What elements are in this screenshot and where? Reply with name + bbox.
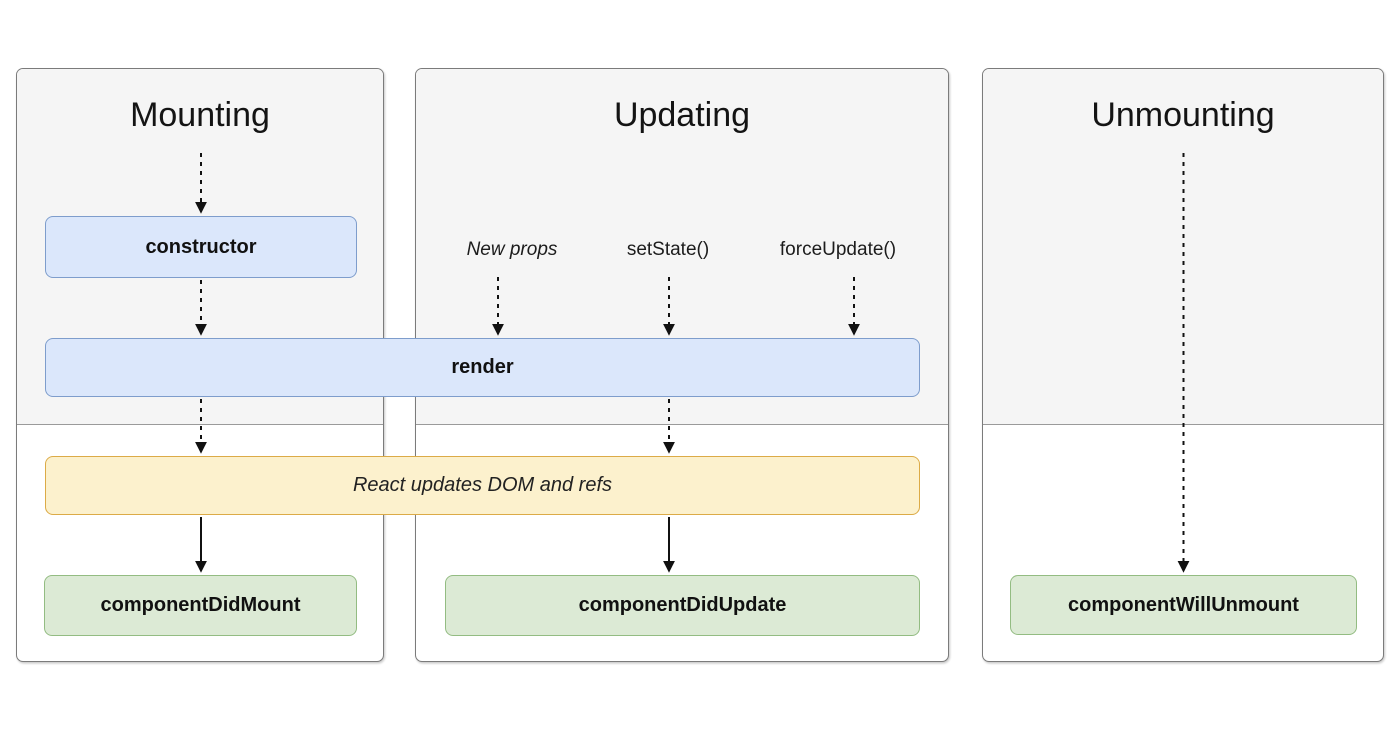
column-title-updating: Updating — [613, 96, 751, 134]
column-unmounting: Unmounting — [982, 68, 1384, 662]
label-setstate: setState() — [626, 239, 710, 260]
column-title-unmounting: Unmounting — [1091, 96, 1275, 134]
box-react-updates-dom-and-refs: React updates DOM and refs — [45, 456, 920, 515]
label-new-props: New props — [466, 239, 558, 260]
box-component-will-unmount[interactable]: componentWillUnmount — [1010, 575, 1357, 635]
label-forceupdate: forceUpdate() — [779, 239, 897, 260]
box-component-did-update[interactable]: componentDidUpdate — [445, 575, 920, 636]
box-render[interactable]: render — [45, 338, 920, 397]
box-component-did-mount[interactable]: componentDidMount — [44, 575, 357, 636]
column-title-mounting: Mounting — [130, 96, 270, 134]
box-constructor[interactable]: constructor — [45, 216, 357, 278]
